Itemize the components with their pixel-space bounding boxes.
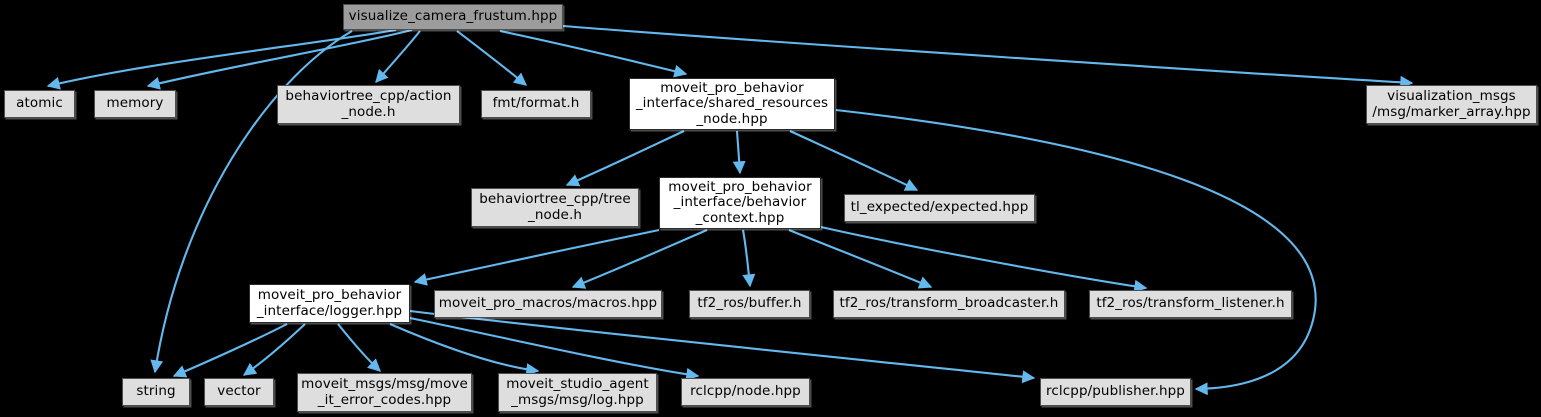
graph-node-label: moveit_msgs/msg/move _it_error_codes.hpp — [301, 376, 468, 408]
graph-edge-root-to-memory — [146, 28, 413, 90]
graph-node-label: tf2_ros/transform_broadcaster.h — [839, 295, 1059, 312]
graph-edge-logger-to-rclnode — [409, 316, 700, 381]
graph-node-btaction[interactable]: behaviortree_cpp/action _node.h — [277, 85, 460, 124]
graph-node-shared[interactable]: moveit_pro_behavior _interface/shared_re… — [629, 78, 835, 130]
graph-node-context[interactable]: moveit_pro_behavior _interface/behavior … — [659, 177, 821, 229]
graph-edge-context-to-buffer — [741, 229, 756, 288]
graph-node-label: moveit_pro_behavior _interface/shared_re… — [635, 79, 829, 127]
graph-node-rclnode[interactable]: rclcpp/node.hpp — [681, 378, 810, 406]
graph-node-tlexpected[interactable]: tl_expected/expected.hpp — [844, 194, 1035, 222]
graph-node-label: tf2_ros/transform_listener.h — [1096, 295, 1285, 312]
graph-node-bttree[interactable]: behaviortree_cpp/tree _node.h — [471, 188, 639, 227]
graph-node-memory[interactable]: memory — [94, 90, 176, 118]
graph-node-label: moveit_pro_behavior _interface/logger.hp… — [256, 287, 403, 319]
graph-node-label: memory — [106, 95, 164, 112]
graph-edge-root-to-atomic — [46, 28, 397, 90]
graph-edge-root-to-vizmsgs — [562, 24, 1414, 89]
graph-node-label: vector — [217, 383, 261, 400]
graph-node-label: rclcpp/node.hpp — [690, 383, 801, 400]
graph-node-macros[interactable]: moveit_pro_macros/macros.hpp — [434, 290, 662, 318]
graph-node-logger[interactable]: moveit_pro_behavior _interface/logger.hp… — [249, 284, 410, 323]
graph-node-moveitmsgs[interactable]: moveit_msgs/msg/move _it_error_codes.hpp — [297, 373, 472, 412]
graph-edge-shared-to-rclpub — [835, 108, 1317, 396]
graph-node-label: behaviortree_cpp/tree _node.h — [479, 191, 631, 223]
graph-node-root[interactable]: visualize_camera_frustum.hpp — [343, 4, 563, 30]
graph-node-label: moveit_pro_behavior _interface/behavior … — [668, 178, 812, 226]
graph-node-atomic[interactable]: atomic — [4, 90, 75, 118]
graph-edge-context-to-listener — [820, 225, 1148, 293]
graph-node-broadcaster[interactable]: tf2_ros/transform_broadcaster.h — [833, 290, 1065, 318]
graph-node-label: fmt/format.h — [492, 95, 580, 112]
graph-node-rclpub[interactable]: rclcpp/publisher.hpp — [1040, 378, 1191, 406]
graph-edge-logger-to-rclpub — [409, 309, 1036, 384]
graph-edge-root-to-shared — [499, 29, 688, 78]
graph-node-label: moveit_studio_agent _msgs/msg/log.hpp — [506, 376, 649, 408]
graph-edge-logger-to-vector — [242, 323, 306, 376]
graph-node-listener[interactable]: tf2_ros/transform_listener.h — [1089, 290, 1292, 318]
graph-node-label: tf2_ros/buffer.h — [697, 295, 802, 312]
graph-edge-root-to-btaction — [375, 30, 421, 83]
graph-edge-logger-to-moveitmsgs — [337, 323, 381, 372]
graph-edge-shared-to-context — [732, 130, 746, 175]
graph-node-label: string — [136, 383, 176, 400]
graph-node-label: behaviortree_cpp/action _node.h — [285, 88, 452, 120]
graph-edge-context-to-macros — [571, 229, 708, 289]
graph-node-studiolog[interactable]: moveit_studio_agent _msgs/msg/log.hpp — [498, 373, 657, 412]
graph-node-label: tl_expected/expected.hpp — [850, 199, 1029, 216]
graph-edge-context-to-logger — [413, 228, 660, 286]
graph-node-vizmsgs[interactable]: visualization_msgs /msg/marker_array.hpp — [1366, 85, 1537, 124]
graph-node-label: moveit_pro_macros/macros.hpp — [438, 295, 658, 312]
graph-edge-logger-to-string — [172, 323, 288, 378]
graph-node-label: visualization_msgs /msg/marker_array.hpp — [1372, 88, 1531, 120]
graph-node-buffer[interactable]: tf2_ros/buffer.h — [689, 290, 810, 318]
graph-edge-context-to-broadcaster — [788, 229, 933, 289]
graph-node-vector[interactable]: vector — [204, 378, 274, 406]
graph-node-fmt[interactable]: fmt/format.h — [481, 90, 591, 118]
graph-node-label: visualize_camera_frustum.hpp — [348, 8, 558, 25]
graph-edge-logger-to-studiolog — [389, 323, 540, 377]
graph-node-string[interactable]: string — [122, 378, 190, 406]
graph-node-label: atomic — [16, 95, 63, 112]
graph-node-label: rclcpp/publisher.hpp — [1046, 383, 1185, 400]
graph-edge-root-to-fmt — [456, 30, 528, 86]
